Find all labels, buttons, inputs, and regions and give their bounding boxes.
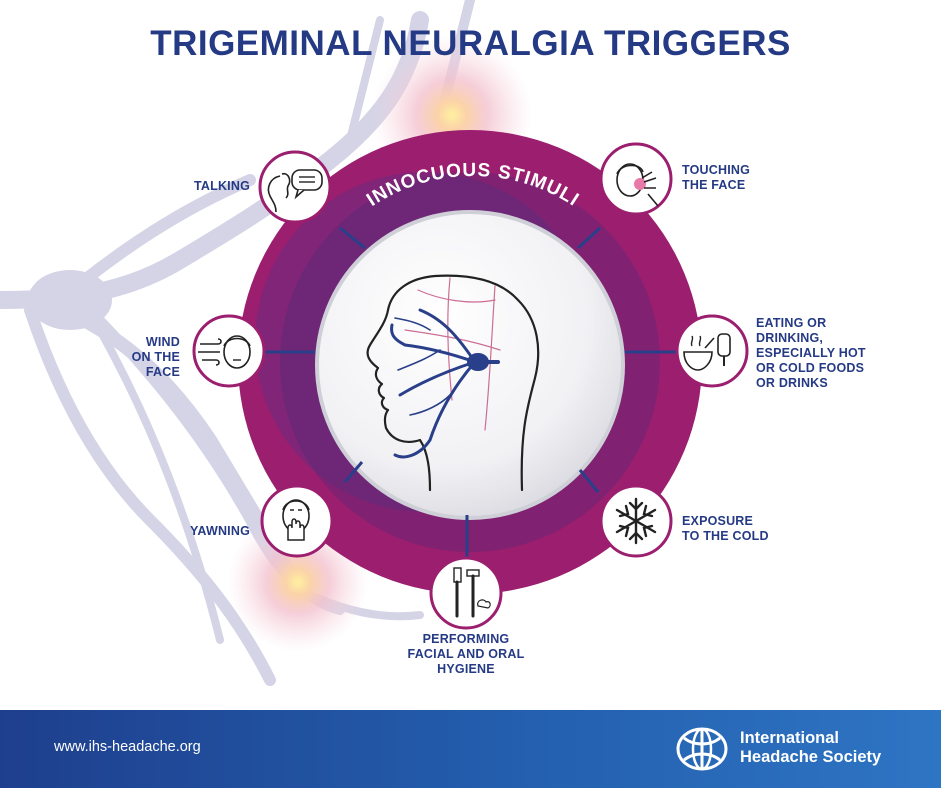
footer-banner: www.ihs-headache.org International Heada… [0,710,941,788]
trigger-label-eating-drinking: EATING OR DRINKING, ESPECIALLY HOT OR CO… [756,316,866,390]
trigger-label-talking: TALKING [193,179,250,193]
trigger-eating-drinking-icon [675,314,749,388]
ihs-logo-icon [676,727,728,771]
trigger-label-hygiene: PERFORMING FACIAL AND ORAL HYGIENE [407,632,525,676]
trigger-label-touching-face: TOUCHING THE FACE [682,163,751,192]
trigger-label-exposure-cold: EXPOSURE TO THE COLD [682,514,769,543]
trigger-label-yawning: YAWNING [190,524,250,538]
connector-lines [262,226,680,560]
head-profile-icon [366,274,540,492]
trigger-yawning-icon [260,484,334,558]
page-title: TRIGEMINAL NEURALGIA TRIGGERS [150,24,791,63]
org-name-line1: International [740,729,840,747]
org-name-line2: Headache Society [740,748,882,766]
trigger-touching-face-icon [599,142,673,216]
trigger-exposure-cold-icon [599,484,673,558]
trigger-hygiene-icon [429,556,503,630]
trigger-talking-icon [258,150,332,224]
trigger-wind-on-face-icon [192,314,266,388]
website-link[interactable]: www.ihs-headache.org [54,739,201,755]
trigger-label-wind: WIND ON THE FACE [131,335,180,379]
